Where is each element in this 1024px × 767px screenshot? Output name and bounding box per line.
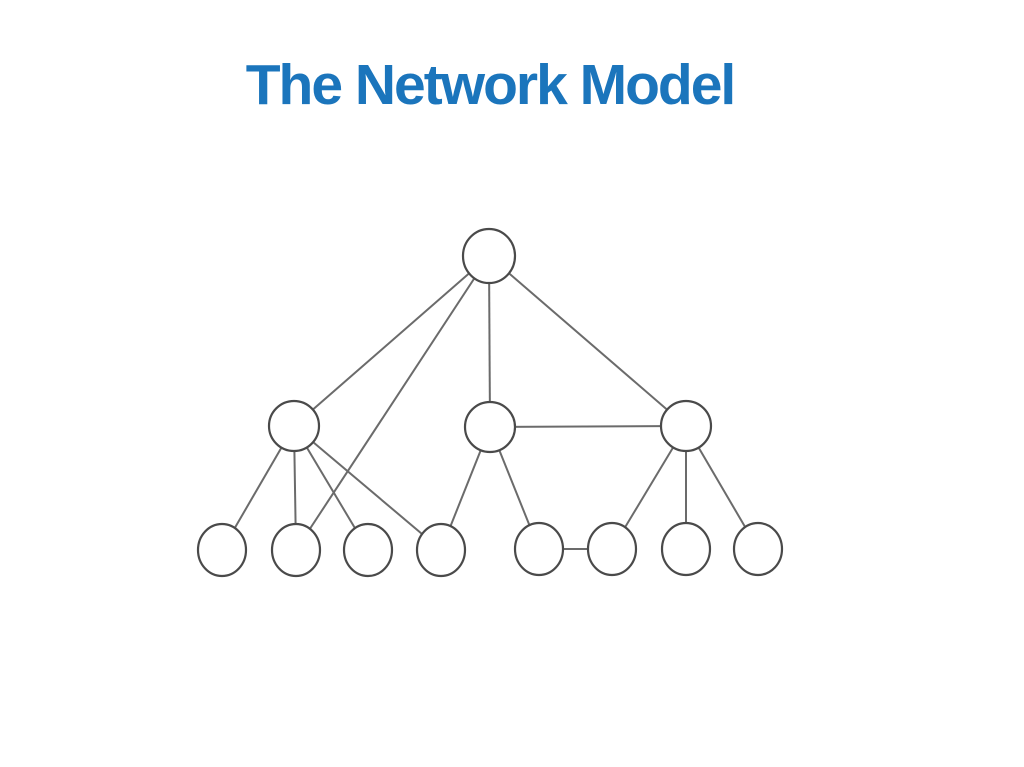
- network-node-mid-1: [267, 399, 321, 453]
- network-node-leaf-4: [415, 522, 467, 578]
- network-node-root: [461, 227, 517, 285]
- network-node-leaf-3: [342, 522, 394, 578]
- network-node-mid-2: [463, 400, 517, 454]
- network-node-leaf-7: [660, 521, 712, 577]
- network-node-leaf-6: [586, 521, 638, 577]
- network-node-leaf-8: [732, 521, 784, 577]
- network-edge-root-mid-3: [488, 255, 687, 427]
- network-edge-root-leaf-2: [295, 255, 490, 551]
- network-edge-mid-2-mid-3: [489, 425, 687, 428]
- network-edge-root-mid-1: [293, 255, 490, 427]
- network-node-leaf-2: [270, 522, 322, 578]
- slide-title: The Network Model: [245, 53, 737, 117]
- network-edge-root-mid-2: [488, 255, 491, 428]
- network-node-mid-3: [659, 399, 713, 453]
- network-node-leaf-5: [513, 521, 565, 577]
- network-node-leaf-1: [196, 522, 248, 578]
- network-edge-mid-1-leaf-4: [293, 425, 442, 551]
